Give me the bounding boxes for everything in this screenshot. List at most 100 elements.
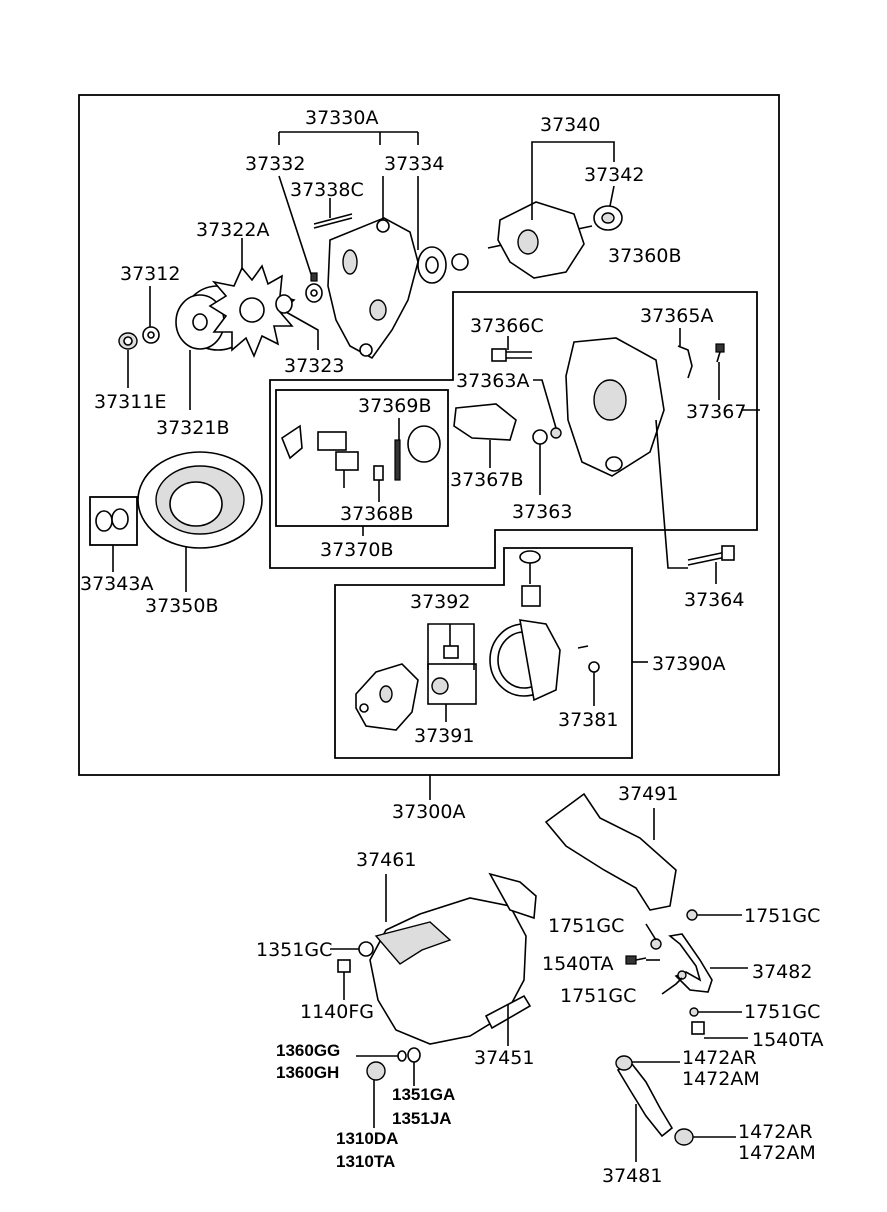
label-37365a: 37365A: [640, 305, 713, 327]
label-37332: 37332: [245, 153, 305, 175]
pin-37381: [577, 645, 589, 649]
label-37491: 37491: [618, 783, 678, 805]
label-37342: 37342: [584, 164, 644, 186]
washer-37312: [142, 326, 160, 344]
clamp-1472ar-a: [615, 1055, 633, 1071]
screw-37381: [588, 661, 600, 673]
label-37300a: 37300A: [392, 801, 465, 823]
nut-1751gc-a: [686, 909, 698, 921]
label-37330a: 37330A: [305, 107, 378, 129]
nut-37363: [532, 429, 548, 445]
label-37461: 37461: [356, 849, 416, 871]
leader-lines: [112, 131, 760, 1162]
rectifier-box-outline: [334, 547, 633, 759]
nut-37363a: [550, 427, 562, 439]
label-37390a: 37390A: [652, 653, 725, 675]
label-37368b: 37368B: [340, 503, 413, 525]
diode-37343a: [95, 508, 129, 532]
label-1351gc: 1351GC: [256, 939, 332, 961]
alternator-body-37461: [369, 872, 537, 1045]
bolt-1140fg: [337, 959, 351, 990]
label-37369b: 37369B: [358, 395, 431, 417]
rear-cover-outline: [269, 291, 758, 569]
label-1351ja: 1351JA: [392, 1109, 452, 1128]
label-37364: 37364: [684, 589, 744, 611]
label-37360b: 37360B: [608, 245, 681, 267]
bolt-1540ta-b: [691, 1021, 705, 1035]
nut-1751gc-d: [689, 1007, 699, 1017]
label-37363a: 37363A: [456, 370, 529, 392]
hose-37481: [616, 1063, 674, 1138]
rectifier-terminal-37392: [443, 645, 459, 659]
clamp-1472ar-b: [674, 1128, 694, 1146]
rectifier-holder-37390a: [355, 663, 419, 731]
label-1360gg: 1360GG: [276, 1041, 340, 1060]
label-1472am-a: 1472AM: [682, 1068, 760, 1090]
label-37350b: 37350B: [145, 595, 218, 617]
rear-bearing-37330a: [417, 246, 469, 284]
label-1751gc-a: 1751GC: [744, 905, 820, 927]
label-1310ta: 1310TA: [336, 1152, 395, 1171]
brush-37368b: [373, 465, 384, 481]
nut-1751gc-b: [650, 938, 662, 950]
label-1540ta-a: 1540TA: [542, 953, 613, 975]
label-37451: 37451: [474, 1047, 534, 1069]
screw-37367: [715, 343, 725, 363]
label-37334: 37334: [384, 153, 444, 175]
assembly-frame: [78, 94, 780, 776]
label-1472ar-a: 1472AR: [682, 1047, 757, 1069]
label-37322a: 37322A: [196, 219, 269, 241]
rotor-37340: [487, 201, 593, 279]
label-1140fg: 1140FG: [300, 1001, 374, 1023]
label-37366c: 37366C: [470, 315, 544, 337]
label-37482: 37482: [752, 961, 812, 983]
rear-frame-37360b: [565, 337, 665, 477]
label-37321b: 37321B: [156, 417, 229, 439]
stator-37350b: [137, 451, 263, 549]
through-bolt-37364: [687, 545, 735, 566]
label-1751gc-c: 1751GC: [560, 985, 636, 1007]
label-37381: 37381: [558, 709, 618, 731]
fan-37322a: [208, 264, 296, 359]
slip-ring-37342: [593, 205, 623, 231]
nut-37311e: [118, 332, 138, 350]
regulator-37391: [427, 663, 477, 705]
brush-cover: [407, 425, 441, 463]
terminal-37365a: [677, 345, 693, 379]
heat-shield-37491: [544, 792, 677, 911]
insulator-37367b: [453, 403, 517, 441]
label-1472ar-b: 1472AR: [738, 1121, 813, 1143]
label-37340: 37340: [540, 114, 600, 136]
nut-1310da: [366, 1061, 386, 1081]
terminal-bolt-37392: [519, 550, 541, 607]
nut-1751gc-c: [677, 970, 687, 980]
label-37363: 37363: [512, 501, 572, 523]
label-37312: 37312: [120, 263, 180, 285]
washer-1351ga: [407, 1047, 421, 1063]
label-37367: 37367: [686, 401, 746, 423]
label-37391: 37391: [414, 725, 474, 747]
label-37481: 37481: [602, 1165, 662, 1187]
front-frame-37334: [327, 217, 419, 360]
bolt-1540ta-a: [625, 955, 647, 965]
label-37367b: 37367B: [450, 469, 523, 491]
washer-1360gg: [397, 1050, 407, 1062]
bearing-37332: [305, 272, 323, 303]
bolt-37338c: [313, 213, 353, 229]
label-1751gc-b: 1751GC: [548, 915, 624, 937]
label-37370b: 37370B: [320, 539, 393, 561]
label-1540ta-b: 1540TA: [752, 1029, 823, 1051]
label-1751gc-d: 1751GC: [744, 1001, 820, 1023]
washer-1351gc: [358, 941, 374, 957]
label-1310da: 1310DA: [336, 1129, 398, 1148]
label-37311e: 37311E: [94, 391, 166, 413]
label-1360gh: 1360GH: [276, 1063, 339, 1082]
spacer-37323: [275, 294, 293, 314]
label-1472am-b: 1472AM: [738, 1142, 816, 1164]
brush-holder-box: [275, 389, 449, 527]
rectifier-37390a: [489, 619, 561, 702]
bolt-37366c: [491, 348, 532, 362]
spring-37369b: [394, 439, 401, 481]
label-1351ga: 1351GA: [392, 1085, 455, 1104]
